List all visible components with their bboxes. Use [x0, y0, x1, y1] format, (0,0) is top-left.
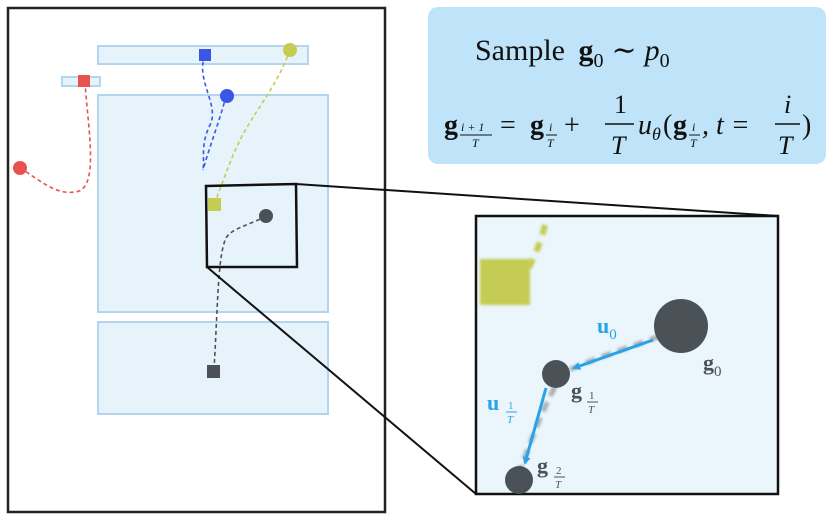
- arrow-u0: [572, 338, 654, 370]
- upd-lhs-sub-num: i + 1: [461, 120, 484, 134]
- label-g0-symbol: g: [703, 350, 714, 375]
- label-u0: u0: [597, 313, 617, 343]
- sample-p-symbol: p: [643, 34, 660, 67]
- upd-equals: =: [500, 110, 516, 141]
- zoom-connector-bottom: [206, 266, 477, 495]
- upd-open-paren: (: [663, 110, 672, 141]
- upd-t-frac-den: T: [778, 131, 794, 160]
- label-g1-sub-num: 1: [589, 390, 595, 402]
- gray-start-point: [259, 209, 273, 223]
- upd-rhs-g: g: [530, 110, 544, 141]
- label-u0-symbol: u: [597, 313, 609, 338]
- zoom-point-g2: [505, 466, 533, 494]
- upd-u: u: [638, 110, 652, 141]
- sample-p-sub: 0: [660, 50, 670, 72]
- upd-comma-t: , t =: [702, 110, 750, 141]
- upd-rhs-sub-num: i: [549, 120, 552, 134]
- blue-trajectory-b: [202, 95, 227, 171]
- upd-lhs-sub-den: T: [472, 136, 480, 150]
- sample-g-symbol: g: [579, 34, 594, 67]
- zoom-olive-trajectory: [522, 224, 548, 277]
- label-u0-sub: 0: [609, 327, 617, 343]
- upd-close-paren: ): [802, 110, 811, 141]
- blue-trajectory-a: [201, 54, 214, 171]
- sample-g-sub: 0: [594, 50, 604, 72]
- olive-trajectory: [214, 49, 291, 203]
- red-start-point: [13, 161, 27, 175]
- arrow-u1: [522, 387, 548, 465]
- label-u1-sub-num: 1: [508, 400, 514, 412]
- label-g0-sub: 0: [714, 364, 722, 380]
- sample-tilde: ∼: [612, 34, 637, 67]
- label-g1-symbol: g: [571, 378, 582, 403]
- red-trajectory: [19, 81, 92, 194]
- upd-arg-g: g: [673, 110, 687, 141]
- layout-element-main-block: [97, 94, 329, 313]
- blue-start-point: [220, 89, 234, 103]
- upd-t-frac-num: i: [784, 90, 791, 119]
- red-end-point: [78, 75, 90, 87]
- formula-box: [428, 7, 826, 164]
- label-g2-sub-den: T: [555, 479, 562, 491]
- label-u1-sub-den: T: [507, 414, 514, 426]
- zoom-point-g0: [654, 299, 708, 353]
- upd-rhs-sub-den: T: [547, 136, 555, 150]
- upd-plus: +: [564, 110, 580, 141]
- formula-sample-line: Sample g0∼p0: [475, 34, 670, 72]
- olive-end-point: [208, 198, 221, 211]
- gray-trajectory: [213, 215, 267, 371]
- label-g2-symbol: g: [537, 453, 548, 478]
- blue-end-point: [199, 49, 211, 61]
- formula-update: g i + 1 T = g i T + 1 T u θ ( g i T , t …: [444, 90, 811, 160]
- olive-start-point: [283, 43, 297, 57]
- zoom-olive-square: [480, 259, 530, 305]
- label-g0: g0: [703, 350, 722, 380]
- zoom-panel: [474, 214, 780, 496]
- label-u1-symbol: u: [487, 390, 499, 415]
- sample-word: Sample: [475, 34, 565, 67]
- label-g1: g: [571, 378, 582, 403]
- label-u1: u: [487, 390, 499, 415]
- upd-arg-sub-num: i: [692, 120, 695, 134]
- label-g2: g: [537, 453, 548, 478]
- label-g1-sub-den: T: [588, 404, 595, 416]
- zoom-source-region: [204, 182, 299, 269]
- upd-frac-den: T: [611, 131, 627, 160]
- upd-arg-sub-den: T: [690, 136, 698, 150]
- upd-theta: θ: [652, 124, 661, 144]
- upd-frac-num: 1: [614, 90, 627, 119]
- gray-end-point: [207, 365, 220, 378]
- zoom-connector-top: [295, 183, 779, 217]
- label-g2-sub-num: 2: [556, 465, 562, 477]
- upd-lhs-g: g: [444, 110, 458, 141]
- zoom-point-g1: [542, 360, 570, 388]
